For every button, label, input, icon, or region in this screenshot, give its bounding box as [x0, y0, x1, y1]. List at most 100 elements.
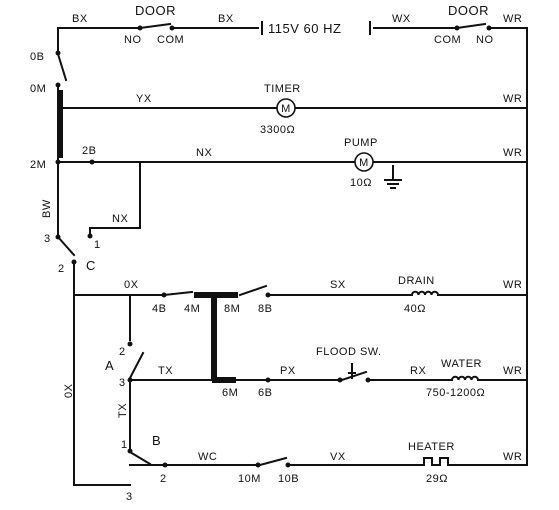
- label-4b: 4B: [152, 303, 166, 315]
- label-drain-value: 40Ω: [404, 303, 426, 315]
- door-left-switch-blade: [138, 22, 172, 30]
- door-right-switch-blade: [455, 22, 487, 30]
- terminal-dot: [255, 462, 261, 468]
- drain-switch-8m-8b: [238, 284, 268, 297]
- label-drain: DRAIN: [398, 275, 435, 287]
- label-com-left: COM: [157, 34, 184, 46]
- terminal-dot: [89, 159, 95, 165]
- label-heater-value: 29Ω: [426, 473, 448, 485]
- label-0x-drain: 0X: [124, 279, 139, 291]
- label-timer: TIMER: [264, 83, 301, 95]
- switch-c-blade: [56, 235, 76, 257]
- drain-coil: [410, 290, 440, 297]
- label-4m: 4M: [184, 303, 200, 315]
- label-2-b: 2: [160, 473, 167, 485]
- label-tx: TX: [158, 365, 173, 377]
- label-sx: SX: [330, 279, 346, 291]
- terminal-dot: [55, 50, 61, 56]
- terminal-dot: [285, 462, 291, 468]
- terminal-dot: [127, 448, 133, 454]
- labels: BX DOOR NO COM BX 115V 60 HZ WX DOOR COM…: [30, 3, 522, 503]
- label-pump-value: 10Ω: [350, 177, 372, 189]
- switch-a-blade: [128, 351, 145, 380]
- terminal-dot: [55, 82, 61, 88]
- label-6b: 6B: [258, 387, 272, 399]
- terminal-dot: [337, 377, 343, 383]
- pump-ground-bars: [384, 179, 402, 189]
- label-wx: WX: [392, 13, 411, 25]
- label-1-a: 1: [121, 439, 128, 451]
- terminal-dot: [127, 341, 133, 347]
- label-nx-loop: NX: [112, 213, 128, 225]
- terminal-dot: [454, 25, 460, 31]
- label-2m: 2M: [30, 159, 46, 171]
- label-0b: 0B: [30, 51, 44, 63]
- label-wr-drain: WR: [503, 279, 522, 291]
- label-ox-vertical: 0X: [63, 383, 75, 398]
- label-a: A: [105, 358, 114, 373]
- label-6m: 6M: [222, 387, 238, 399]
- label-door-right: DOOR: [448, 3, 489, 18]
- label-3-a: 3: [119, 377, 126, 389]
- label-com-right: COM: [434, 34, 461, 46]
- label-2b: 2B: [82, 145, 96, 157]
- heater-element: [419, 457, 453, 466]
- label-0m: 0M: [30, 83, 46, 95]
- wire-1-to-nx: [89, 161, 141, 237]
- label-vx: VX: [330, 451, 346, 463]
- terminal-dot: [169, 25, 175, 31]
- label-wc: WC: [198, 451, 217, 463]
- label-bx-left: BX: [72, 13, 88, 25]
- label-flood-sw: FLOOD SW.: [316, 346, 382, 358]
- pump-motor: M: [354, 152, 374, 172]
- label-2-c: 2: [58, 263, 65, 275]
- label-rx: RX: [410, 365, 426, 377]
- label-supply: 115V 60 HZ: [268, 21, 341, 36]
- terminal-dot: [137, 25, 143, 31]
- terminal-dot: [55, 234, 61, 240]
- wires: [56, 21, 528, 486]
- pump-motor-symbol: M: [359, 157, 369, 169]
- label-timer-value: 3300Ω: [260, 124, 295, 136]
- label-wr-water: WR: [503, 365, 522, 377]
- label-8b: 8B: [258, 303, 272, 315]
- label-px: PX: [280, 365, 296, 377]
- terminal-dot: [71, 259, 77, 265]
- terminal-dot: [486, 25, 492, 31]
- label-tx-vertical: TX: [117, 403, 129, 418]
- timer-motor-symbol: M: [281, 103, 291, 115]
- label-pump: PUMP: [344, 137, 378, 149]
- terminal-dot: [161, 292, 167, 298]
- label-water-value: 750-1200Ω: [426, 387, 485, 399]
- label-yx: YX: [136, 93, 152, 105]
- label-wr-timer: WR: [503, 93, 522, 105]
- label-water: WATER: [441, 358, 482, 370]
- switch-0b-0m-blade: [56, 52, 68, 82]
- label-10b: 10B: [278, 473, 299, 485]
- label-wr-top: WR: [503, 13, 522, 25]
- label-1-c: 1: [94, 239, 101, 251]
- label-b: B: [152, 433, 161, 448]
- label-3-bottom: 3: [126, 491, 133, 503]
- label-no-left: NO: [124, 34, 142, 46]
- terminal-dot: [265, 292, 271, 298]
- terminal-dot: [55, 159, 61, 165]
- switch-b-blade: [128, 450, 152, 466]
- terminal-dot: [162, 462, 168, 468]
- terminal-dot: [265, 377, 271, 383]
- terminal-dot: [127, 377, 133, 383]
- label-bw: BW: [41, 199, 53, 218]
- label-c: C: [86, 258, 96, 273]
- label-bx-mid: BX: [218, 13, 234, 25]
- label-wr-pump: WR: [503, 147, 522, 159]
- label-2-a: 2: [119, 346, 126, 358]
- label-wr-heater: WR: [503, 451, 522, 463]
- terminal-dot: [365, 377, 371, 383]
- label-3-c: 3: [44, 233, 51, 245]
- label-8m: 8M: [224, 303, 240, 315]
- terminal-dot: [87, 233, 93, 239]
- label-door-left: DOOR: [135, 3, 176, 18]
- flood-switch-mark: [348, 363, 356, 379]
- label-10m: 10M: [238, 473, 261, 485]
